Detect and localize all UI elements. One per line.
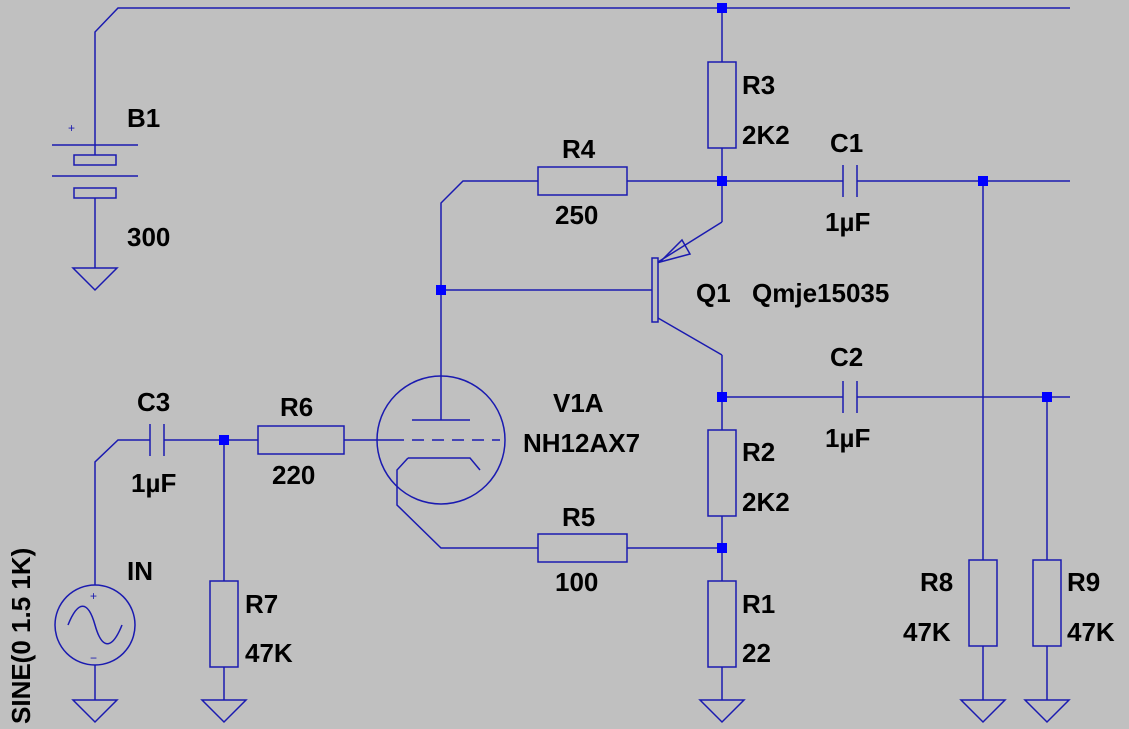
- junction-dot: [219, 435, 229, 445]
- r6-value: 220: [272, 460, 315, 490]
- wire-top-rail: [94, 7, 1070, 42]
- junction-dot: [717, 176, 727, 186]
- q1-value: Qmje15035: [752, 278, 889, 308]
- transistor-q1-symbol[interactable]: [651, 221, 723, 356]
- resistor-r6-symbol[interactable]: [257, 425, 345, 455]
- ground-icon: [698, 699, 746, 724]
- junction-dot: [717, 3, 727, 13]
- junction-dot: [717, 392, 727, 402]
- wire-r4-left: [440, 180, 538, 410]
- ground-icon: [1023, 699, 1071, 724]
- r5-ref: R5: [562, 502, 595, 532]
- ground-icon: [71, 267, 119, 292]
- r4-ref: R4: [562, 134, 596, 164]
- r3-value: 2K2: [742, 120, 790, 150]
- ground-symbols: [71, 267, 1071, 724]
- r9-value: 47K: [1067, 617, 1115, 647]
- r4-value: 250: [555, 200, 598, 230]
- wire-in-c3: [94, 439, 150, 585]
- c3-ref: C3: [137, 387, 170, 417]
- junction-dot: [978, 176, 988, 186]
- r7-ref: R7: [245, 589, 278, 619]
- v1a-ref: V1A: [553, 388, 604, 418]
- junction-dot: [436, 285, 446, 295]
- junction-dot: [717, 543, 727, 553]
- r5-value: 100: [555, 567, 598, 597]
- r6-ref: R6: [280, 392, 313, 422]
- r1-ref: R1: [742, 589, 775, 619]
- r8-ref: R8: [920, 567, 953, 597]
- r9-ref: R9: [1067, 567, 1100, 597]
- battery-b1-symbol[interactable]: +: [52, 121, 138, 199]
- r2-value: 2K2: [742, 487, 790, 517]
- capacitor-c3-symbol[interactable]: [149, 424, 165, 456]
- junctions: [219, 3, 1052, 553]
- source-minus-sign: −: [90, 651, 97, 665]
- r1-value: 22: [742, 638, 771, 668]
- v1a-value: NH12AX7: [523, 428, 640, 458]
- q1-ref: Q1: [696, 278, 731, 308]
- resistor-r3-symbol[interactable]: [707, 61, 737, 149]
- resistor-r9-symbol[interactable]: [1032, 559, 1062, 647]
- resistor-r1-symbol[interactable]: [707, 580, 737, 668]
- in-ref: IN: [127, 556, 153, 586]
- in-value: SINE(0 1.5 1K): [6, 548, 36, 724]
- c1-ref: C1: [830, 128, 863, 158]
- wire-r5-left: [396, 457, 538, 549]
- labels: B1 300 R3 2K2 R4 250 C1 1µF Q1 Qmje15035…: [6, 70, 1115, 724]
- ground-icon: [959, 699, 1007, 724]
- tube-v1a-symbol[interactable]: [376, 375, 506, 505]
- resistor-r7-symbol[interactable]: [209, 580, 239, 668]
- junction-dot: [1042, 392, 1052, 402]
- battery-plus-sign: +: [68, 121, 75, 135]
- ground-icon: [200, 699, 248, 724]
- resistor-r4-symbol[interactable]: [537, 166, 628, 196]
- b1-value: 300: [127, 222, 170, 252]
- r7-value: 47K: [245, 638, 293, 668]
- resistor-r5-symbol[interactable]: [537, 533, 628, 563]
- c2-value: 1µF: [825, 423, 870, 453]
- c3-value: 1µF: [131, 468, 176, 498]
- r3-ref: R3: [742, 70, 775, 100]
- c2-ref: C2: [830, 342, 863, 372]
- resistor-r2-symbol[interactable]: [707, 429, 737, 517]
- b1-ref: B1: [127, 103, 160, 133]
- r2-ref: R2: [742, 437, 775, 467]
- source-plus-sign: +: [90, 589, 97, 603]
- c1-value: 1µF: [825, 207, 870, 237]
- sine-source-in-symbol[interactable]: + −: [54, 584, 136, 666]
- resistor-r8-symbol[interactable]: [968, 559, 998, 647]
- capacitor-c2-symbol[interactable]: [842, 381, 858, 413]
- r8-value: 47K: [903, 617, 951, 647]
- capacitor-c1-symbol[interactable]: [842, 165, 858, 197]
- ground-icon: [71, 699, 119, 724]
